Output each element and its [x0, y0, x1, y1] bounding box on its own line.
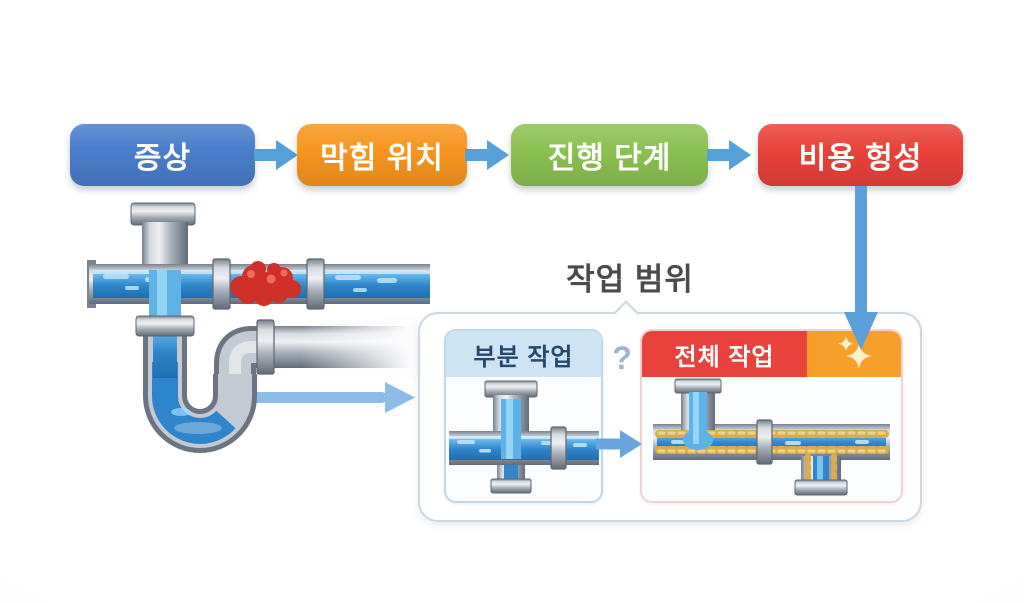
full-work-label: 전체 작업	[674, 343, 775, 371]
flow-step-label: 증상	[133, 142, 192, 175]
flow-step-cost: 비용 헝성	[758, 124, 963, 186]
flow-step-label: 비용 헝성	[798, 142, 923, 175]
pipe-flange	[130, 202, 196, 226]
panel-notch	[613, 300, 639, 326]
full-work-card: 전체 작업	[640, 329, 903, 503]
pipe-flange	[490, 478, 531, 494]
compare-arrow-icon	[596, 430, 642, 458]
flow-step-clog-location: 막힘 위치	[297, 124, 467, 186]
pipe-flange	[135, 315, 195, 337]
full-work-header: 전체 작업	[642, 331, 901, 377]
water-highlight	[174, 422, 222, 434]
full-work-illustration-wrap	[642, 377, 901, 497]
flow-arrow-icon	[465, 140, 509, 170]
flow-step-symptom: 증상	[70, 124, 255, 186]
flow-direction-arrow-icon	[235, 382, 415, 413]
partial-work-card: 부분 작업	[444, 329, 603, 503]
scope-panel: 부분 작업	[418, 300, 922, 522]
clog-blockage	[230, 261, 301, 306]
pipe-coupling	[212, 258, 231, 310]
partial-work-header: 부분 작업	[446, 331, 601, 377]
flow-step-label: 막힘 위치	[320, 142, 444, 175]
scope-title: 작업 범위	[566, 262, 694, 297]
vertical-pipe	[142, 222, 188, 270]
trap-water	[152, 324, 248, 444]
scaled-pipe-illustration	[653, 378, 890, 496]
sparkle-icon	[838, 336, 872, 369]
pipe-coupling	[256, 319, 275, 375]
clean-pipe-illustration	[448, 380, 599, 494]
water	[448, 436, 599, 460]
partial-work-illustration-wrap	[446, 377, 601, 497]
pipe-flange	[674, 378, 722, 394]
pipe-flange	[484, 380, 537, 398]
partial-work-label: 부분 작업	[473, 343, 574, 371]
down-arrow-icon	[844, 186, 878, 350]
premium-badge	[807, 331, 901, 377]
question-mark: ?	[612, 340, 632, 376]
pipe-fadeout	[301, 316, 430, 378]
clogged-pipe-illustration	[87, 202, 430, 453]
pipe-coupling	[756, 419, 773, 465]
flow-step-progress-stage: 진행 단계	[511, 124, 708, 186]
full-work-label-wrap: 전체 작업	[642, 331, 807, 377]
flow-step-label: 진행 단계	[547, 142, 672, 175]
pipe-coupling	[306, 258, 325, 310]
flow-arrow-icon	[254, 140, 298, 170]
pipe-coupling	[549, 426, 567, 470]
flow-arrow-icon	[707, 140, 751, 170]
pipe-flange	[794, 479, 848, 496]
